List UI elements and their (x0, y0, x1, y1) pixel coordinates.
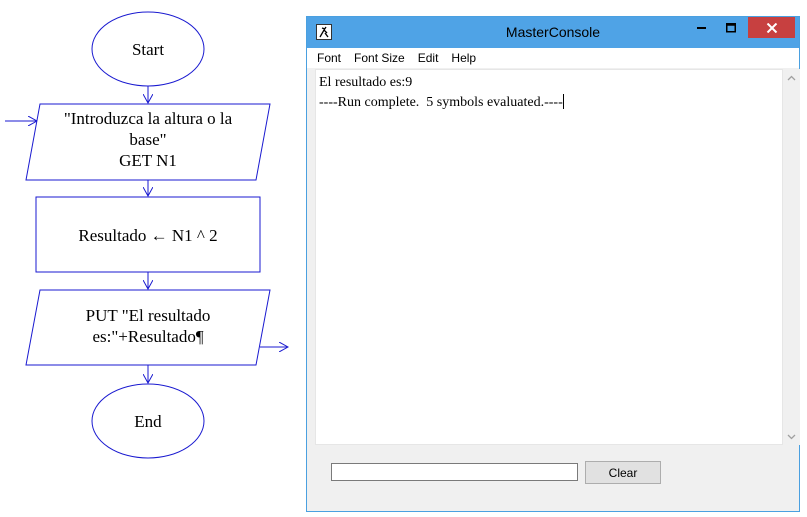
menu-help[interactable]: Help (451, 51, 477, 65)
masterconsole-window: MasterConsole Font Font Size Edit Help E… (306, 16, 800, 512)
output-line-1: PUT "El resultado (86, 306, 211, 325)
maximize-button[interactable] (717, 17, 745, 38)
console-line: El resultado es:9 (319, 75, 413, 90)
title-bar[interactable]: MasterConsole (307, 17, 799, 48)
end-label: End (134, 412, 162, 431)
close-icon (766, 22, 777, 33)
console-input[interactable] (331, 463, 578, 481)
window-title: MasterConsole (505, 24, 601, 40)
clear-button[interactable]: Clear (585, 461, 661, 484)
console-line: ----Run complete. 5 symbols evaluated.--… (319, 94, 564, 110)
output-block[interactable] (25, 289, 271, 366)
vertical-scrollbar[interactable] (783, 69, 800, 445)
input-line-2: base" (129, 130, 166, 149)
close-button[interactable] (748, 17, 795, 38)
start-terminal[interactable] (91, 11, 205, 87)
scroll-down-button[interactable] (783, 428, 800, 445)
chevron-up-icon (787, 75, 796, 80)
console-output[interactable]: El resultado es:9 ----Run complete. 5 sy… (315, 69, 783, 445)
assign-text: Resultado ← N1 ^ 2 (78, 226, 217, 245)
chevron-down-icon (787, 434, 796, 439)
input-line-1: "Introduzca la altura o la (64, 109, 233, 128)
minimize-button[interactable] (688, 17, 716, 38)
output-line-2: es:"+Resultado¶ (92, 327, 203, 346)
app-icon[interactable] (316, 24, 332, 40)
start-label: Start (132, 40, 164, 59)
input-line-3: GET N1 (119, 151, 177, 170)
text-caret (562, 94, 564, 109)
assign-block[interactable] (35, 196, 261, 273)
menu-font-size[interactable]: Font Size (354, 51, 405, 65)
input-block[interactable] (25, 103, 271, 181)
minimize-icon (697, 26, 706, 29)
menu-font[interactable]: Font (317, 51, 342, 65)
maximize-icon (726, 22, 736, 32)
scroll-up-button[interactable] (783, 69, 800, 86)
end-terminal[interactable] (91, 383, 205, 459)
menu-edit[interactable]: Edit (417, 51, 439, 65)
flowchart: Start "Introduzca la altura o la base" G… (5, 11, 300, 459)
menu-bar: Font Font Size Edit Help (307, 48, 799, 68)
